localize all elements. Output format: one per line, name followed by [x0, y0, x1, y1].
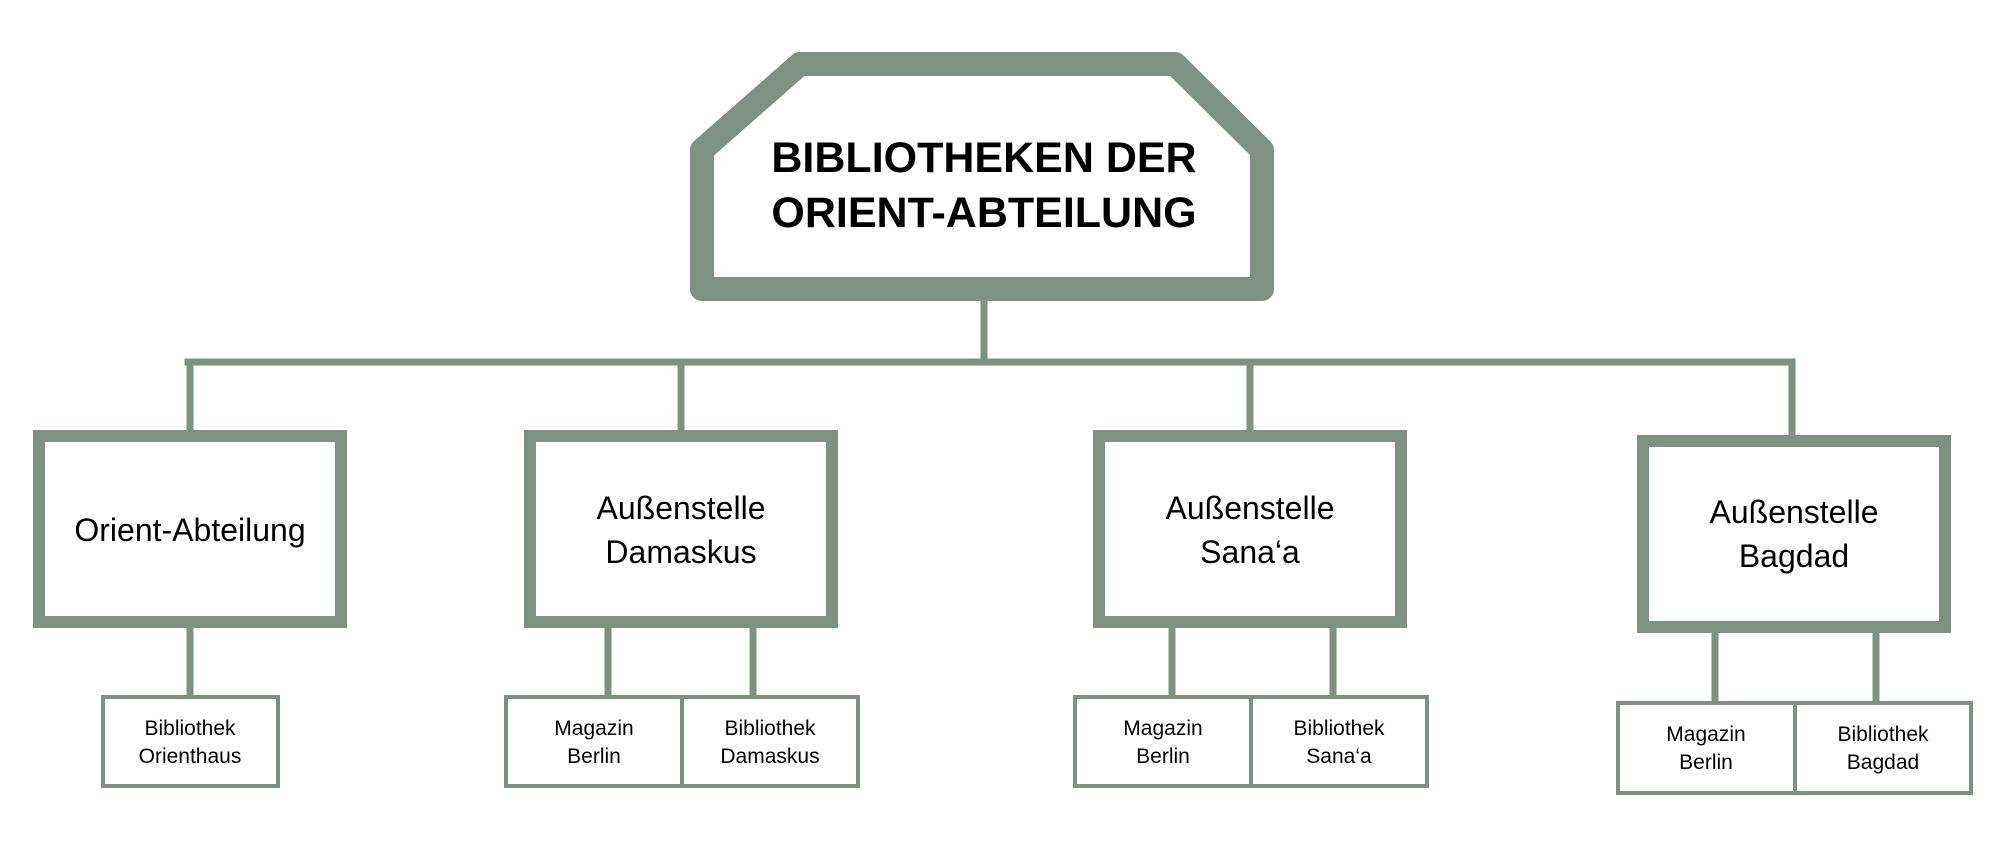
- leaf-label-line-2: Orienthaus: [139, 745, 242, 768]
- leaf-label-line-2: Berlin: [567, 745, 621, 768]
- leaf-label-line-1: Magazin: [554, 717, 633, 740]
- branch-node-bagdad: Außenstelle Bagdad: [1637, 435, 1951, 633]
- branch-label-line-2: Sana‘a: [1200, 534, 1300, 570]
- branch-label-line-2: Bagdad: [1739, 538, 1849, 574]
- leaf-box: [101, 695, 280, 788]
- leaf-label-line-1: Magazin: [1123, 717, 1202, 740]
- leaf-node-magazin-berlin: Magazin Berlin: [504, 695, 684, 788]
- leaf-label-line-1: Bibliothek: [1293, 717, 1385, 740]
- root-title-line-2: ORIENT-ABTEILUNG: [771, 189, 1196, 237]
- branch-label-line-1: Orient-Abteilung: [74, 512, 305, 548]
- branch-node-damaskus: Außenstelle Damaskus: [524, 430, 838, 628]
- branch-label-line-1: Außenstelle: [1166, 490, 1335, 526]
- branch-box: [33, 430, 347, 628]
- connector-lines: [184, 296, 1880, 707]
- branch-node-sanaa: Außenstelle Sana‘a: [1093, 430, 1407, 628]
- root-node: BIBLIOTHEKEN DER ORIENT-ABTEILUNG: [690, 52, 1274, 301]
- leaf-box: [1793, 701, 1973, 795]
- branch-box: [1093, 430, 1407, 628]
- branch-label-line-2: Damaskus: [605, 534, 756, 570]
- leaf-node-bibliothek-orienthaus: Bibliothek Orienthaus: [101, 695, 280, 788]
- leaf-box: [1616, 701, 1797, 795]
- leaf-label-line-1: Bibliothek: [1837, 723, 1929, 746]
- branch-node-orient-abteilung: Orient-Abteilung: [33, 430, 347, 628]
- leaf-node-bibliothek-damaskus: Bibliothek Damaskus: [680, 695, 860, 788]
- leaf-node-magazin-berlin: Magazin Berlin: [1073, 695, 1253, 788]
- leaf-node-magazin-berlin: Magazin Berlin: [1616, 701, 1797, 795]
- branch-box: [1637, 435, 1951, 633]
- branch-label-line-1: Außenstelle: [1710, 494, 1879, 530]
- leaf-label-line-2: Bagdad: [1847, 751, 1919, 774]
- leaf-label-line-1: Magazin: [1666, 723, 1745, 746]
- leaf-label-line-2: Berlin: [1136, 745, 1190, 768]
- leaf-box: [1249, 695, 1429, 788]
- leaf-label-line-2: Berlin: [1679, 751, 1733, 774]
- branch-box: [524, 430, 838, 628]
- leaf-node-bibliothek-bagdad: Bibliothek Bagdad: [1793, 701, 1973, 795]
- root-title-line-1: BIBLIOTHEKEN DER: [771, 134, 1196, 182]
- branch-label-line-1: Außenstelle: [597, 490, 766, 526]
- leaf-node-bibliothek-sanaa: Bibliothek Sana‘a: [1249, 695, 1429, 788]
- leaf-label-line-1: Bibliothek: [144, 717, 236, 740]
- leaf-box: [1073, 695, 1253, 788]
- leaf-label-line-2: Damaskus: [720, 745, 819, 768]
- leaf-box: [680, 695, 860, 788]
- leaf-label-line-2: Sana‘a: [1306, 745, 1372, 768]
- leaf-label-line-1: Bibliothek: [724, 717, 816, 740]
- root-node-shape: [690, 52, 1274, 301]
- leaf-box: [504, 695, 684, 788]
